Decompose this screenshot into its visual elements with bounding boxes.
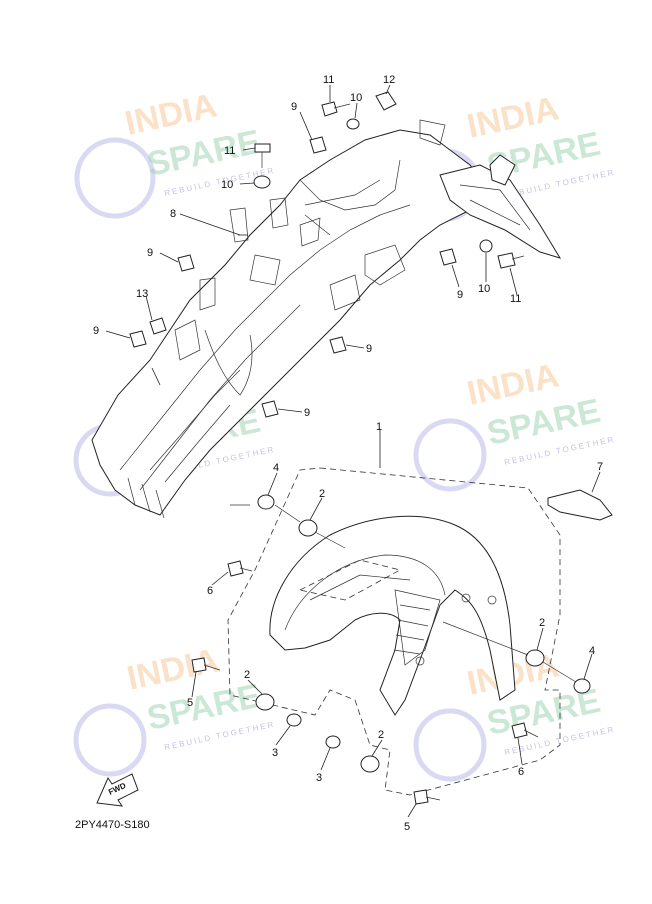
callout-4-right: 4 (589, 645, 595, 657)
callout-3-left: 3 (272, 747, 278, 759)
watermark-bottom-right: INDIA SPARE REBUILD TOGETHER (413, 646, 616, 782)
collar-3-left (286, 713, 302, 727)
bolt-11-left (254, 143, 271, 153)
rear-fender-assembly (91, 119, 562, 519)
collar-10-right (479, 239, 493, 253)
callout-10-top: 10 (350, 92, 362, 104)
watermark-bottom-left: INDIA SPARE REBUILD TOGETHER (73, 641, 276, 777)
callout-2-left-lower: 2 (244, 669, 250, 681)
callout-13: 13 (136, 288, 148, 300)
callouts: 11 12 10 9 11 10 8 9 13 9 9 10 11 9 9 1 … (93, 74, 603, 833)
clip-12 (375, 91, 397, 111)
watermark-top-left: INDIA SPARE REBUILD TOGETHER (74, 86, 276, 219)
callout-5-bottom: 5 (404, 821, 410, 833)
bolt-6-right (511, 722, 528, 739)
leader-lines (105, 84, 601, 818)
nut-9-b (177, 254, 195, 272)
wrench-person-icon (413, 708, 487, 782)
callout-11-right: 11 (510, 293, 521, 305)
grommet-2-upper (298, 519, 318, 537)
callout-2-lower: 2 (378, 729, 384, 741)
callout-1: 1 (376, 421, 382, 433)
callout-9-top: 9 (291, 101, 297, 113)
wrench-person-icon (73, 703, 147, 777)
front-fender-hardware (191, 494, 591, 805)
callout-9-lower: 9 (304, 407, 310, 419)
wrench-person-icon (74, 137, 156, 219)
callout-12: 12 (383, 74, 395, 86)
collar-3-right (325, 735, 341, 749)
watermark-middle-right: INDIA SPARE REBUILD TOGETHER (413, 356, 616, 492)
collar-4-left (257, 494, 275, 510)
bolt-11-right (497, 252, 516, 269)
nut-9-d (439, 248, 457, 266)
callout-8: 8 (170, 208, 176, 220)
forward-arrow-icon (96, 773, 139, 807)
nut-9-a (309, 136, 327, 154)
collar-10-top (346, 118, 360, 130)
grommet-2-lower (360, 755, 380, 773)
callout-9-right: 9 (457, 289, 463, 301)
nut-9-f (261, 400, 279, 418)
callout-10-right: 10 (478, 283, 490, 295)
callout-9-center: 9 (366, 343, 372, 355)
bolt-6-left (227, 560, 244, 577)
callout-4-left: 4 (273, 462, 279, 474)
fender-hardware (129, 91, 525, 418)
collar-4-right (573, 678, 591, 694)
callout-10-left: 10 (221, 179, 233, 191)
bolt-5-bottom (413, 789, 429, 805)
front-fender (269, 515, 516, 716)
wrench-person-icon (413, 418, 487, 492)
callout-7: 7 (597, 461, 603, 473)
callout-6-left: 6 (207, 585, 213, 597)
callout-2-upper: 2 (319, 488, 325, 500)
diagram-code: 2PY4470-S180 (75, 819, 150, 831)
forward-direction-indicator: FWD (96, 773, 139, 807)
clip-13 (149, 317, 167, 335)
grommet-2-left-lower (255, 693, 275, 711)
callout-11-left: 11 (224, 145, 235, 157)
bolt-11-top (321, 101, 338, 117)
nut-9-e (329, 336, 347, 354)
reflector-7 (547, 489, 613, 521)
assembly-1-boundary (227, 467, 561, 796)
grommet-2-right (525, 649, 545, 667)
collar-10-left (253, 175, 271, 189)
callout-9-left-lower: 9 (93, 325, 99, 337)
nut-9-c (129, 330, 147, 348)
callout-6-right: 6 (518, 766, 524, 778)
callout-5-left: 5 (187, 697, 193, 709)
callout-11-top: 11 (323, 74, 334, 86)
callout-2-right: 2 (539, 617, 545, 629)
callout-3-right: 3 (316, 772, 322, 784)
bolt-5-left (191, 657, 207, 673)
callout-9-left-upper: 9 (147, 247, 153, 259)
